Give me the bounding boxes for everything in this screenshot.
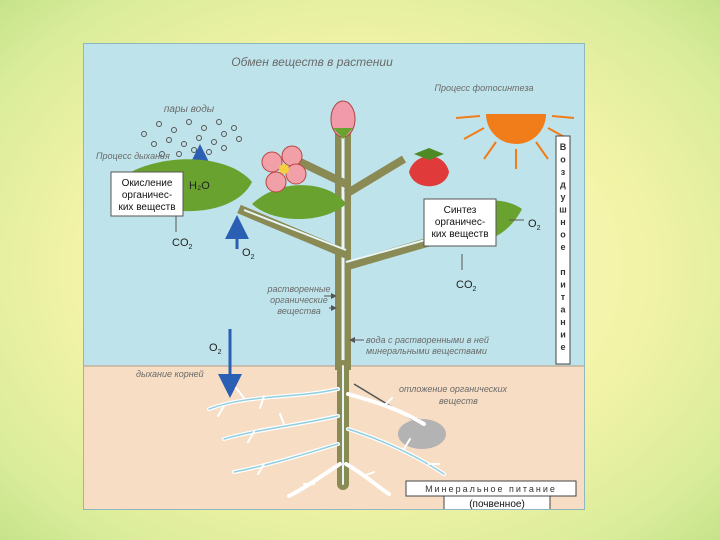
h2o-label: H₂O xyxy=(189,180,210,192)
air-nutrition-letter: В xyxy=(560,142,567,152)
svg-text:вещества: вещества xyxy=(277,306,321,316)
diagram-slide: Обмен веществ в растении Процесс фотосин… xyxy=(83,43,585,510)
air-nutrition-letter: о xyxy=(560,155,566,165)
svg-text:ких веществ: ких веществ xyxy=(118,202,175,213)
air-nutrition-letter: у xyxy=(560,192,565,202)
water-vapor-label: пары воды xyxy=(164,104,215,115)
svg-text:отложение органических: отложение органических xyxy=(399,384,507,394)
mineral-nutrition-label: Минеральное питание xyxy=(425,484,557,494)
svg-text:веществ: веществ xyxy=(439,396,478,406)
svg-text:растворенные: растворенные xyxy=(266,284,330,294)
svg-text:Окисление: Окисление xyxy=(122,178,173,189)
air-nutrition-letter: и xyxy=(560,280,566,290)
air-nutrition-letter: д xyxy=(560,180,566,190)
air-nutrition-letter: о xyxy=(560,230,566,240)
plant-metabolism-diagram: Обмен веществ в растении Процесс фотосин… xyxy=(84,55,584,509)
o2-left-label: O2 xyxy=(242,247,255,261)
air-nutrition-letter: е xyxy=(560,242,565,252)
water-minerals-label: вода с растворенными в ней минеральными … xyxy=(366,335,489,356)
air-nutrition-letter: а xyxy=(560,305,566,315)
svg-text:ких веществ: ких веществ xyxy=(431,229,488,240)
svg-text:вода с растворенными в ней: вода с растворенными в ней xyxy=(366,335,489,345)
air-nutrition-box xyxy=(555,135,571,365)
diagram-title: Обмен веществ в растении xyxy=(231,55,393,69)
svg-text:минеральными веществами: минеральными веществами xyxy=(366,346,487,356)
roots xyxy=(207,360,446,498)
organic-storage-label: отложение органических веществ xyxy=(399,384,507,406)
svg-text:Синтез: Синтез xyxy=(444,205,477,216)
air-nutrition-letter: н xyxy=(560,217,565,227)
air-nutrition-letter: п xyxy=(560,267,565,277)
synthesis-box xyxy=(423,198,497,247)
o2-soil-label: O2 xyxy=(209,342,222,356)
flower-icon xyxy=(261,145,307,193)
svg-text:органические: органические xyxy=(270,295,328,305)
oxidation-label: Окисление органичес- ких веществ xyxy=(118,178,175,213)
svg-text:органичес-: органичес- xyxy=(435,217,485,228)
o2-right-label: O2 xyxy=(528,218,541,232)
sun-icon xyxy=(455,114,575,169)
synthesis-label: Синтез органичес- ких веществ xyxy=(431,205,488,240)
bud-icon xyxy=(330,100,356,139)
root-breathing-label: дыхание корней xyxy=(136,369,204,379)
air-nutrition-letter: з xyxy=(561,167,566,177)
dissolved-organic-label: растворенные органические вещества xyxy=(266,284,330,316)
strawberry-icon xyxy=(409,148,449,187)
breathing-process-label: Процесс дыхания xyxy=(96,151,170,161)
oxidation-box xyxy=(110,171,184,217)
photosynthesis-label: Процесс фотосинтеза xyxy=(434,83,533,93)
svg-text:органичес-: органичес- xyxy=(122,190,172,201)
co2-left-label: CO2 xyxy=(172,237,193,251)
air-nutrition-letter: т xyxy=(561,292,566,302)
co2-right-label: CO2 xyxy=(456,279,477,293)
soil-label: (почвенное) xyxy=(469,499,525,509)
soil-label-box xyxy=(443,495,551,509)
vapor-bubbles-icon xyxy=(141,119,242,157)
air-nutrition-letter: ш xyxy=(559,205,567,215)
air-nutrition-letter: и xyxy=(560,330,566,340)
air-nutrition-letter: н xyxy=(560,317,565,327)
air-nutrition-letter: е xyxy=(560,342,565,352)
storage-tuber xyxy=(398,419,446,449)
